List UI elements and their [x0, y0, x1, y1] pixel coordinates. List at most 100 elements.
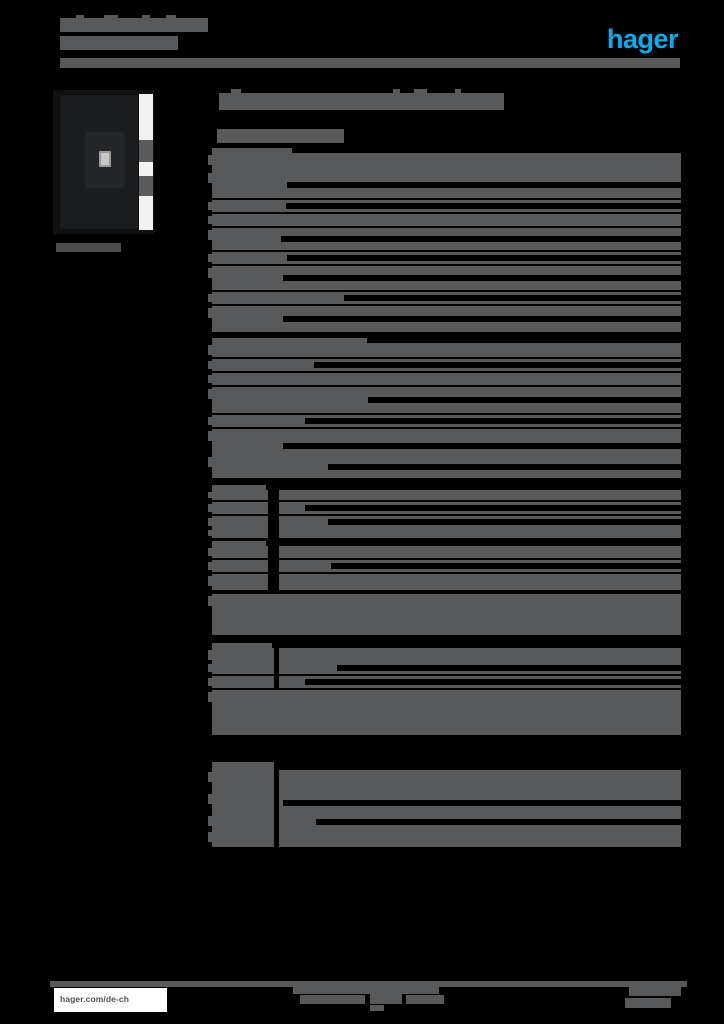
table-row-label [212, 373, 279, 385]
table-row-value-text-gap [283, 316, 681, 322]
header-divider [60, 58, 680, 68]
table-row-value-text-gap [283, 800, 681, 806]
table-row-label [212, 214, 279, 226]
table-row-value-text-gap [337, 665, 681, 671]
table-row-label [212, 574, 268, 590]
table-row-block [212, 594, 681, 635]
table-row-marker [208, 216, 212, 224]
switch-indicator-lamp [99, 151, 111, 167]
table-row-marker [208, 431, 212, 441]
table-row-value-text-gap [287, 255, 681, 261]
table-row-label [212, 676, 274, 688]
table-row-value-bg [279, 343, 681, 357]
page-title-line-2 [60, 36, 178, 50]
table-row-label [212, 266, 279, 290]
product-image [53, 90, 154, 234]
table-row-value-text-gap [305, 418, 681, 424]
table-row-label [212, 415, 279, 427]
table-row-label [212, 292, 279, 304]
table-row-value-text-gap [283, 275, 681, 281]
table-row-label [212, 343, 298, 357]
table-row-label [212, 200, 279, 212]
product-side-strip [139, 94, 153, 230]
table-row-label [212, 171, 279, 198]
table-row-value-text-gap [305, 679, 681, 685]
footer-center-block [293, 986, 439, 994]
table-row-marker [208, 254, 212, 262]
table-row-value-bg [279, 528, 681, 538]
table-row-marker [208, 692, 212, 702]
table-row-value-text-gap [368, 397, 681, 403]
figure-caption [56, 243, 121, 252]
table-row-marker [208, 155, 212, 165]
table-row-marker [208, 562, 212, 570]
table-row-marker [208, 268, 212, 278]
table-row-label [212, 648, 274, 662]
table-row-label [212, 306, 279, 332]
table-row-marker [208, 548, 212, 556]
footer-page-number-block [625, 998, 671, 1008]
table-row-marker [208, 664, 212, 672]
table-row-marker [208, 650, 212, 660]
table-row-marker [208, 375, 212, 383]
footer-url-box [54, 988, 167, 1012]
table-row-label [212, 546, 268, 558]
table-row-label [212, 502, 268, 514]
footer-url-link[interactable]: hager.com/de-ch [60, 994, 130, 1004]
table-row-marker [208, 308, 212, 318]
table-row-marker [208, 492, 212, 498]
table-section-header-tab [212, 148, 292, 153]
table-row-marker [208, 417, 212, 425]
page-title-notch-1 [76, 15, 84, 19]
content-heading-notch-2 [393, 89, 400, 94]
table-row-value-text-gap [331, 563, 681, 569]
table-row-label [212, 814, 274, 830]
table-row-label [212, 252, 279, 264]
table-row-marker [208, 530, 212, 536]
table-row-value-text-gap [287, 182, 681, 188]
table-section-header-tab [212, 485, 266, 490]
footer-center-block [370, 986, 402, 1004]
table-row-marker [208, 504, 212, 512]
table-section-header-tab [212, 338, 367, 343]
table-row-value-bg [279, 490, 681, 500]
table-row-label [212, 359, 279, 371]
table-row-label [212, 560, 268, 572]
table-row-marker [208, 294, 212, 302]
page-title-notch-2 [104, 15, 118, 19]
table-row-value-bg [279, 153, 681, 171]
footer-divider [50, 981, 687, 987]
table-row-value-text-gap [328, 519, 681, 525]
table-section-header-tab [212, 541, 266, 546]
table-row-marker [208, 173, 212, 183]
table-row-marker [208, 576, 212, 586]
table-row-label [212, 830, 274, 847]
table-row-marker [208, 794, 212, 804]
footer-center-block [300, 995, 365, 1004]
table-row-marker [208, 596, 212, 606]
table-row-value-bg [279, 770, 681, 792]
table-row-marker [208, 389, 212, 399]
table-row-value-bg [279, 648, 681, 662]
table-row-label [212, 455, 279, 478]
table-row-label [212, 387, 279, 413]
page-title-line-1 [60, 18, 208, 32]
hager-logo: hager [606, 24, 679, 54]
table-row-marker [208, 361, 212, 369]
table-row-marker [208, 832, 212, 842]
table-row-value-text-gap [328, 464, 681, 470]
content-subheading [217, 129, 344, 143]
table-row-value-text-gap [281, 236, 681, 242]
table-row-value-text-gap [286, 203, 681, 209]
table-row-marker [208, 345, 212, 355]
table-row-marker [208, 678, 212, 686]
page-title-notch-4 [166, 15, 176, 19]
table-section-header-tab [212, 643, 272, 648]
table-row-value-bg [279, 574, 681, 590]
switch-faceplate [59, 94, 139, 230]
table-row-label [212, 792, 274, 814]
content-heading [219, 93, 504, 110]
table-row-marker [208, 772, 212, 782]
table-row-label [212, 153, 279, 171]
